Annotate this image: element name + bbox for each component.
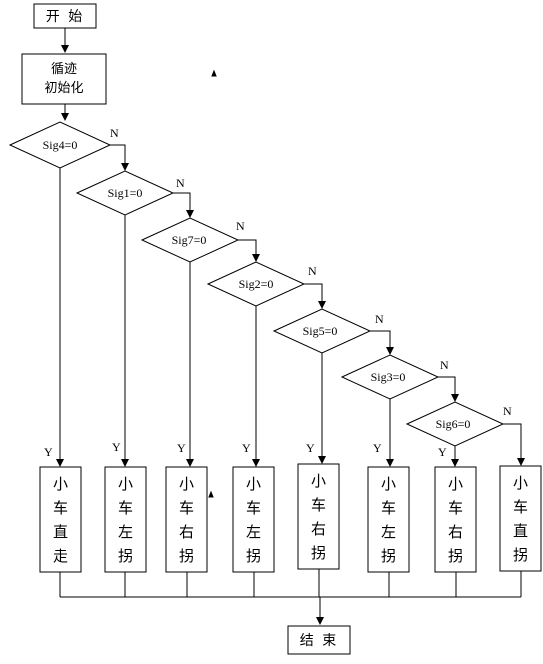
start-label: 开 始 [45, 9, 85, 25]
no-label-sig5: N [375, 312, 384, 326]
yes-label-sig2: Y [242, 441, 251, 455]
action-box-4: 小 车 左 拐 [233, 467, 274, 572]
decision-sig7-label: Sig7=0 [171, 233, 207, 247]
arrow-no-branch-5 [370, 330, 394, 355]
action-7-char-4: 拐 [447, 546, 463, 565]
end-box: 结 束 [288, 626, 350, 654]
action-5-char-1: 小 [310, 471, 326, 490]
yes-label-sig6: Y [438, 445, 447, 459]
action-7-char-1: 小 [447, 474, 463, 493]
decision-sig3-label: Sig3=0 [370, 370, 406, 384]
action-1-char-4: 走 [52, 546, 68, 565]
arrow-no-branch-7 [503, 423, 525, 466]
action-6-char-1: 小 [380, 474, 396, 493]
start-box: 开 始 [34, 4, 96, 28]
end-box-outline [287, 625, 351, 655]
action-box-8: 小 车 直 拐 [500, 466, 541, 571]
action-6-char-4: 拐 [380, 546, 396, 565]
action-8-char-4: 拐 [512, 545, 528, 564]
no-label-sig7: N [236, 219, 245, 233]
action-box-1: 小 车 直 走 [40, 467, 81, 572]
stray-marker-1 [211, 69, 217, 77]
action-6-char-2: 车 [380, 498, 396, 517]
action-box-7: 小 车 右 拐 [435, 467, 476, 572]
arrow-no-branch-1 [110, 144, 129, 171]
action-8-char-1: 小 [512, 473, 528, 492]
yes-label-sig7: Y [177, 441, 186, 455]
arrow-no-branch-3 [238, 239, 260, 262]
stray-marker-2 [208, 490, 214, 498]
init-box-outline [21, 53, 107, 105]
action-box-6: 小 车 左 拐 [368, 467, 409, 572]
action-2-char-4: 拐 [117, 546, 133, 565]
no-label-sig2: N [308, 264, 317, 278]
action-5-char-2: 车 [310, 495, 326, 514]
action-3-char-4: 拐 [178, 546, 194, 565]
arrow-no-branch-6 [438, 376, 459, 402]
action-5-char-4: 拐 [310, 543, 326, 562]
action-3-char-1: 小 [178, 474, 194, 493]
yes-label-sig4: Y [44, 445, 53, 459]
init-line-1: 循迹 [50, 62, 77, 77]
action-3-char-2: 车 [178, 498, 194, 517]
action-4-char-4: 拐 [245, 546, 261, 565]
action-box-2: 小 车 左 拐 [105, 467, 146, 572]
action-7-char-2: 车 [447, 498, 463, 517]
arrow-no-branch-2 [173, 192, 194, 218]
decision-sig2-label: Sig2=0 [238, 277, 274, 291]
end-label: 结 束 [299, 633, 339, 649]
action-8-char-3: 直 [512, 521, 528, 540]
decision-sig5-label: Sig5=0 [302, 324, 338, 338]
arrow-no-branch-4 [304, 283, 326, 309]
action-8-char-2: 车 [512, 497, 528, 516]
action-box-5: 小 车 右 拐 [298, 464, 339, 569]
action-7-char-3: 右 [447, 522, 463, 541]
no-label-sig1: N [176, 176, 185, 190]
no-label-sig6: N [503, 404, 512, 418]
decision-sig6-label: Sig6=0 [435, 417, 471, 431]
action-box-3: 小 车 右 拐 [166, 467, 207, 572]
action-6-char-3: 左 [380, 522, 396, 541]
action-4-char-3: 左 [245, 522, 261, 541]
action-4-char-2: 车 [245, 498, 261, 517]
yes-label-sig5: Y [306, 441, 315, 455]
action-4-char-1: 小 [245, 474, 261, 493]
yes-label-sig1: Y [112, 440, 121, 454]
action-2-char-3: 左 [117, 522, 133, 541]
no-label-sig4: N [110, 126, 119, 140]
action-5-char-3: 右 [310, 519, 326, 538]
action-2-char-1: 小 [117, 474, 133, 493]
action-1-char-2: 车 [52, 498, 68, 517]
action-2-char-2: 车 [117, 498, 133, 517]
no-label-sig3: N [440, 358, 449, 372]
decision-sig1-label: Sig1=0 [107, 186, 143, 200]
init-box: 循迹 初始化 [22, 54, 106, 104]
init-line-2: 初始化 [44, 81, 84, 96]
action-1-char-3: 直 [52, 522, 68, 541]
yes-label-sig3: Y [373, 441, 382, 455]
action-3-char-3: 右 [178, 522, 194, 541]
decision-sig4-label: Sig4=0 [42, 138, 78, 152]
action-1-char-1: 小 [52, 474, 68, 493]
